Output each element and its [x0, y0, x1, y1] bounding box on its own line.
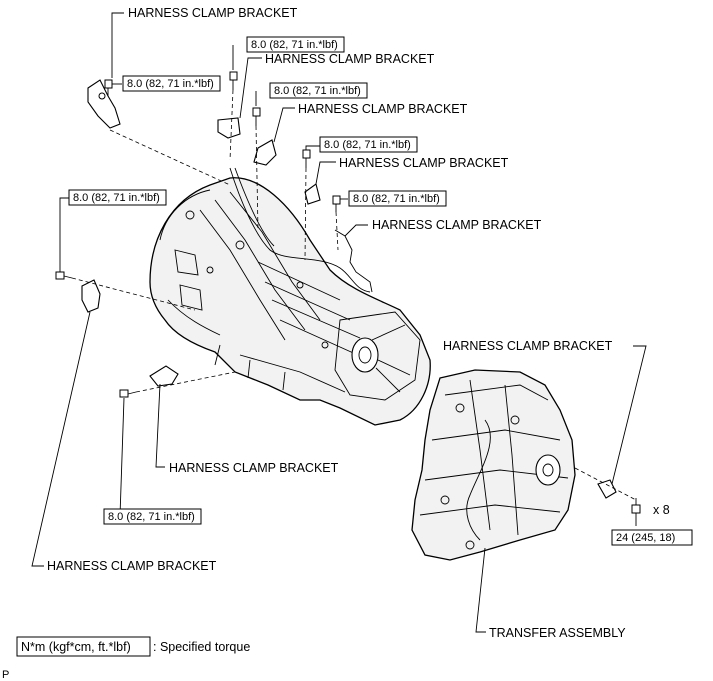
label-harness-clamp-bracket-5: HARNESS CLAMP BRACKET [372, 218, 542, 232]
torque-box-7: 8.0 (82, 71 in.*lbf) [103, 508, 202, 525]
bolt-parts [55, 71, 641, 514]
svg-text:8.0 (82, 71 in.*lbf): 8.0 (82, 71 in.*lbf) [73, 192, 160, 204]
bolt-7 [119, 389, 137, 398]
label-harness-clamp-bracket-4: HARNESS CLAMP BRACKET [339, 156, 509, 170]
legend-unit-box [16, 636, 151, 657]
svg-text:8.0 (82, 71 in.*lbf): 8.0 (82, 71 in.*lbf) [324, 139, 411, 151]
bolt-2 [229, 71, 238, 90]
torque-box-3: 8.0 (82, 71 in.*lbf) [269, 82, 368, 99]
bracket-parts [81, 79, 617, 499]
legend: N*m (kgf*cm, ft.*lbf) : Specified torque [16, 636, 250, 657]
label-harness-clamp-bracket-3: HARNESS CLAMP BRACKET [298, 102, 468, 116]
bolt-6 [55, 271, 73, 280]
bolt-transfer [631, 498, 641, 514]
part-labels: HARNESS CLAMP BRACKET HARNESS CLAMP BRAC… [47, 6, 626, 640]
torque-specs: 8.0 (82, 71 in.*lbf) 8.0 (82, 71 in.*lbf… [68, 36, 693, 546]
bolt-5 [332, 195, 341, 212]
legend-description: : Specified torque [153, 640, 250, 654]
svg-text:8.0 (82, 71 in.*lbf): 8.0 (82, 71 in.*lbf) [127, 78, 214, 90]
bolt-3 [252, 107, 261, 126]
bolt-4 [302, 149, 311, 168]
label-harness-clamp-bracket-2: HARNESS CLAMP BRACKET [265, 52, 435, 66]
svg-text:8.0 (82, 71 in.*lbf): 8.0 (82, 71 in.*lbf) [274, 85, 361, 97]
torque-box-1: 8.0 (82, 71 in.*lbf) [122, 75, 221, 92]
label-harness-clamp-bracket-7: HARNESS CLAMP BRACKET [169, 461, 339, 475]
torque-box-4: 8.0 (82, 71 in.*lbf) [319, 136, 418, 153]
transfer-assembly-drawing [411, 369, 576, 561]
corner-mark: P [2, 669, 9, 681]
svg-text:24 (245, 18): 24 (245, 18) [616, 532, 675, 544]
label-harness-clamp-bracket-6: HARNESS CLAMP BRACKET [443, 339, 613, 353]
legend-unit-text: N*m (kgf*cm, ft.*lbf) [21, 640, 131, 654]
torque-box-2: 8.0 (82, 71 in.*lbf) [246, 36, 345, 53]
svg-text:8.0 (82, 71 in.*lbf): 8.0 (82, 71 in.*lbf) [108, 511, 195, 523]
svg-text:8.0 (82, 71 in.*lbf): 8.0 (82, 71 in.*lbf) [353, 193, 440, 205]
bolt-count: x 8 [653, 503, 670, 517]
transmission-assembly-drawing [149, 167, 431, 426]
label-transfer-assembly: TRANSFER ASSEMBLY [489, 626, 626, 640]
torque-box-5: 8.0 (82, 71 in.*lbf) [348, 190, 447, 207]
label-harness-clamp-bracket-1: HARNESS CLAMP BRACKET [128, 6, 298, 20]
svg-text:8.0 (82, 71 in.*lbf): 8.0 (82, 71 in.*lbf) [251, 39, 338, 51]
torque-box-transfer: 24 (245, 18) [611, 529, 693, 546]
label-harness-clamp-bracket-8: HARNESS CLAMP BRACKET [47, 559, 217, 573]
alignment-lines [71, 89, 637, 501]
torque-box-6: 8.0 (82, 71 in.*lbf) [68, 189, 167, 206]
